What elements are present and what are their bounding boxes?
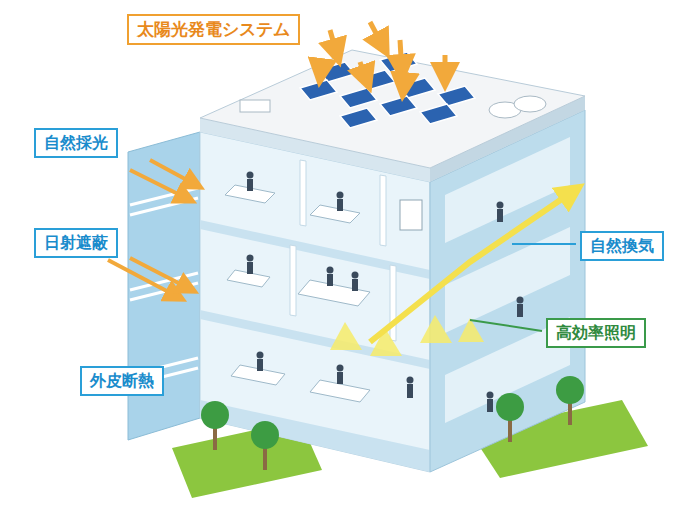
louvers [130, 188, 198, 385]
drawing-circle [201, 401, 229, 429]
sun-arrows [320, 22, 445, 92]
roof-units [240, 96, 546, 118]
drawing-line [370, 22, 385, 50]
callout-label: 自然換気 [590, 236, 654, 256]
leader-line [470, 320, 542, 331]
furniture [225, 185, 422, 402]
drawing-line [150, 160, 198, 186]
drawing-line [330, 30, 338, 58]
drawing-circle [337, 192, 344, 199]
drawing-polygon [300, 160, 306, 226]
drawing-circle [327, 267, 334, 274]
callout-box: 自然採光 [34, 128, 118, 158]
drawing-line [443, 55, 448, 82]
drawing-circle [257, 352, 264, 359]
callout-label: 高効率照明 [556, 323, 636, 343]
callout-box: 太陽光発電システム [127, 14, 300, 45]
drawing-circle [517, 297, 524, 304]
drawing-rect [257, 359, 263, 371]
drawing-polygon [310, 205, 360, 223]
drawing-polygon [420, 315, 452, 343]
light-cones [330, 315, 484, 356]
drawing-polygon [420, 104, 457, 124]
drawing-polygon [340, 88, 377, 108]
drawing-polygon [390, 265, 396, 341]
drawing-rect [407, 384, 413, 398]
drawing-rect [517, 304, 523, 317]
trees [201, 376, 584, 470]
drawing-circle [337, 365, 344, 372]
drawing-rect [487, 399, 493, 412]
drawing-rect [247, 179, 253, 191]
roof [200, 50, 585, 168]
people [247, 172, 414, 399]
drawing-line [320, 62, 322, 78]
drawing-line [360, 62, 368, 84]
drawing-rect [247, 262, 253, 274]
drawing-circle [556, 376, 584, 404]
drawing-circle [497, 202, 504, 209]
floor-slabs [200, 220, 430, 472]
drawing-polygon [318, 62, 355, 82]
screen [400, 200, 422, 230]
drawing-circle [407, 377, 414, 384]
callout-label: 外皮断熱 [90, 371, 154, 391]
drawing-circle [496, 393, 524, 421]
drawing-polygon [380, 96, 417, 116]
drawing-circle [247, 172, 254, 179]
drawing-rect [497, 209, 503, 222]
drawing-polygon [340, 108, 377, 128]
daylight-arrows [108, 160, 198, 298]
drawing-line [130, 258, 192, 290]
drawing-ellipse [514, 96, 546, 112]
callout-label: 自然採光 [44, 133, 108, 153]
drawing-polygon [298, 280, 370, 306]
drawing-line [130, 188, 198, 205]
drawing-polygon [330, 322, 362, 350]
drawing-rect [352, 279, 358, 291]
callout-label: 太陽光発電システム [137, 19, 290, 40]
drawing-polygon [438, 86, 475, 106]
drawing-circle [352, 272, 359, 279]
people [487, 202, 524, 413]
drawing-polygon [290, 245, 296, 316]
drawing-rect [337, 372, 343, 384]
drawing-rect [240, 100, 270, 112]
drawing-circle [251, 421, 279, 449]
drawing-polygon [200, 400, 430, 472]
drawing-line [130, 170, 190, 200]
callout-box: 外皮断熱 [80, 366, 164, 396]
callout-box: 日射遮蔽 [34, 228, 118, 258]
drawing-circle [247, 255, 254, 262]
drawing-circle [487, 392, 494, 399]
callout-box: 自然換気 [580, 231, 664, 261]
drawing-rect [327, 274, 333, 286]
windows [445, 137, 570, 423]
drawing-rect [337, 199, 343, 211]
interior [200, 132, 430, 472]
drawing-polygon [300, 80, 337, 100]
leader-line [512, 243, 576, 245]
walls [290, 160, 396, 341]
solar-panels [300, 52, 475, 128]
callout-label: 日射遮蔽 [44, 233, 108, 253]
drawing-line [403, 72, 405, 92]
callout-box: 高効率照明 [546, 318, 646, 348]
drawing-polygon [380, 175, 386, 246]
drawing-line [400, 40, 402, 74]
airflow-arrow [370, 190, 575, 342]
